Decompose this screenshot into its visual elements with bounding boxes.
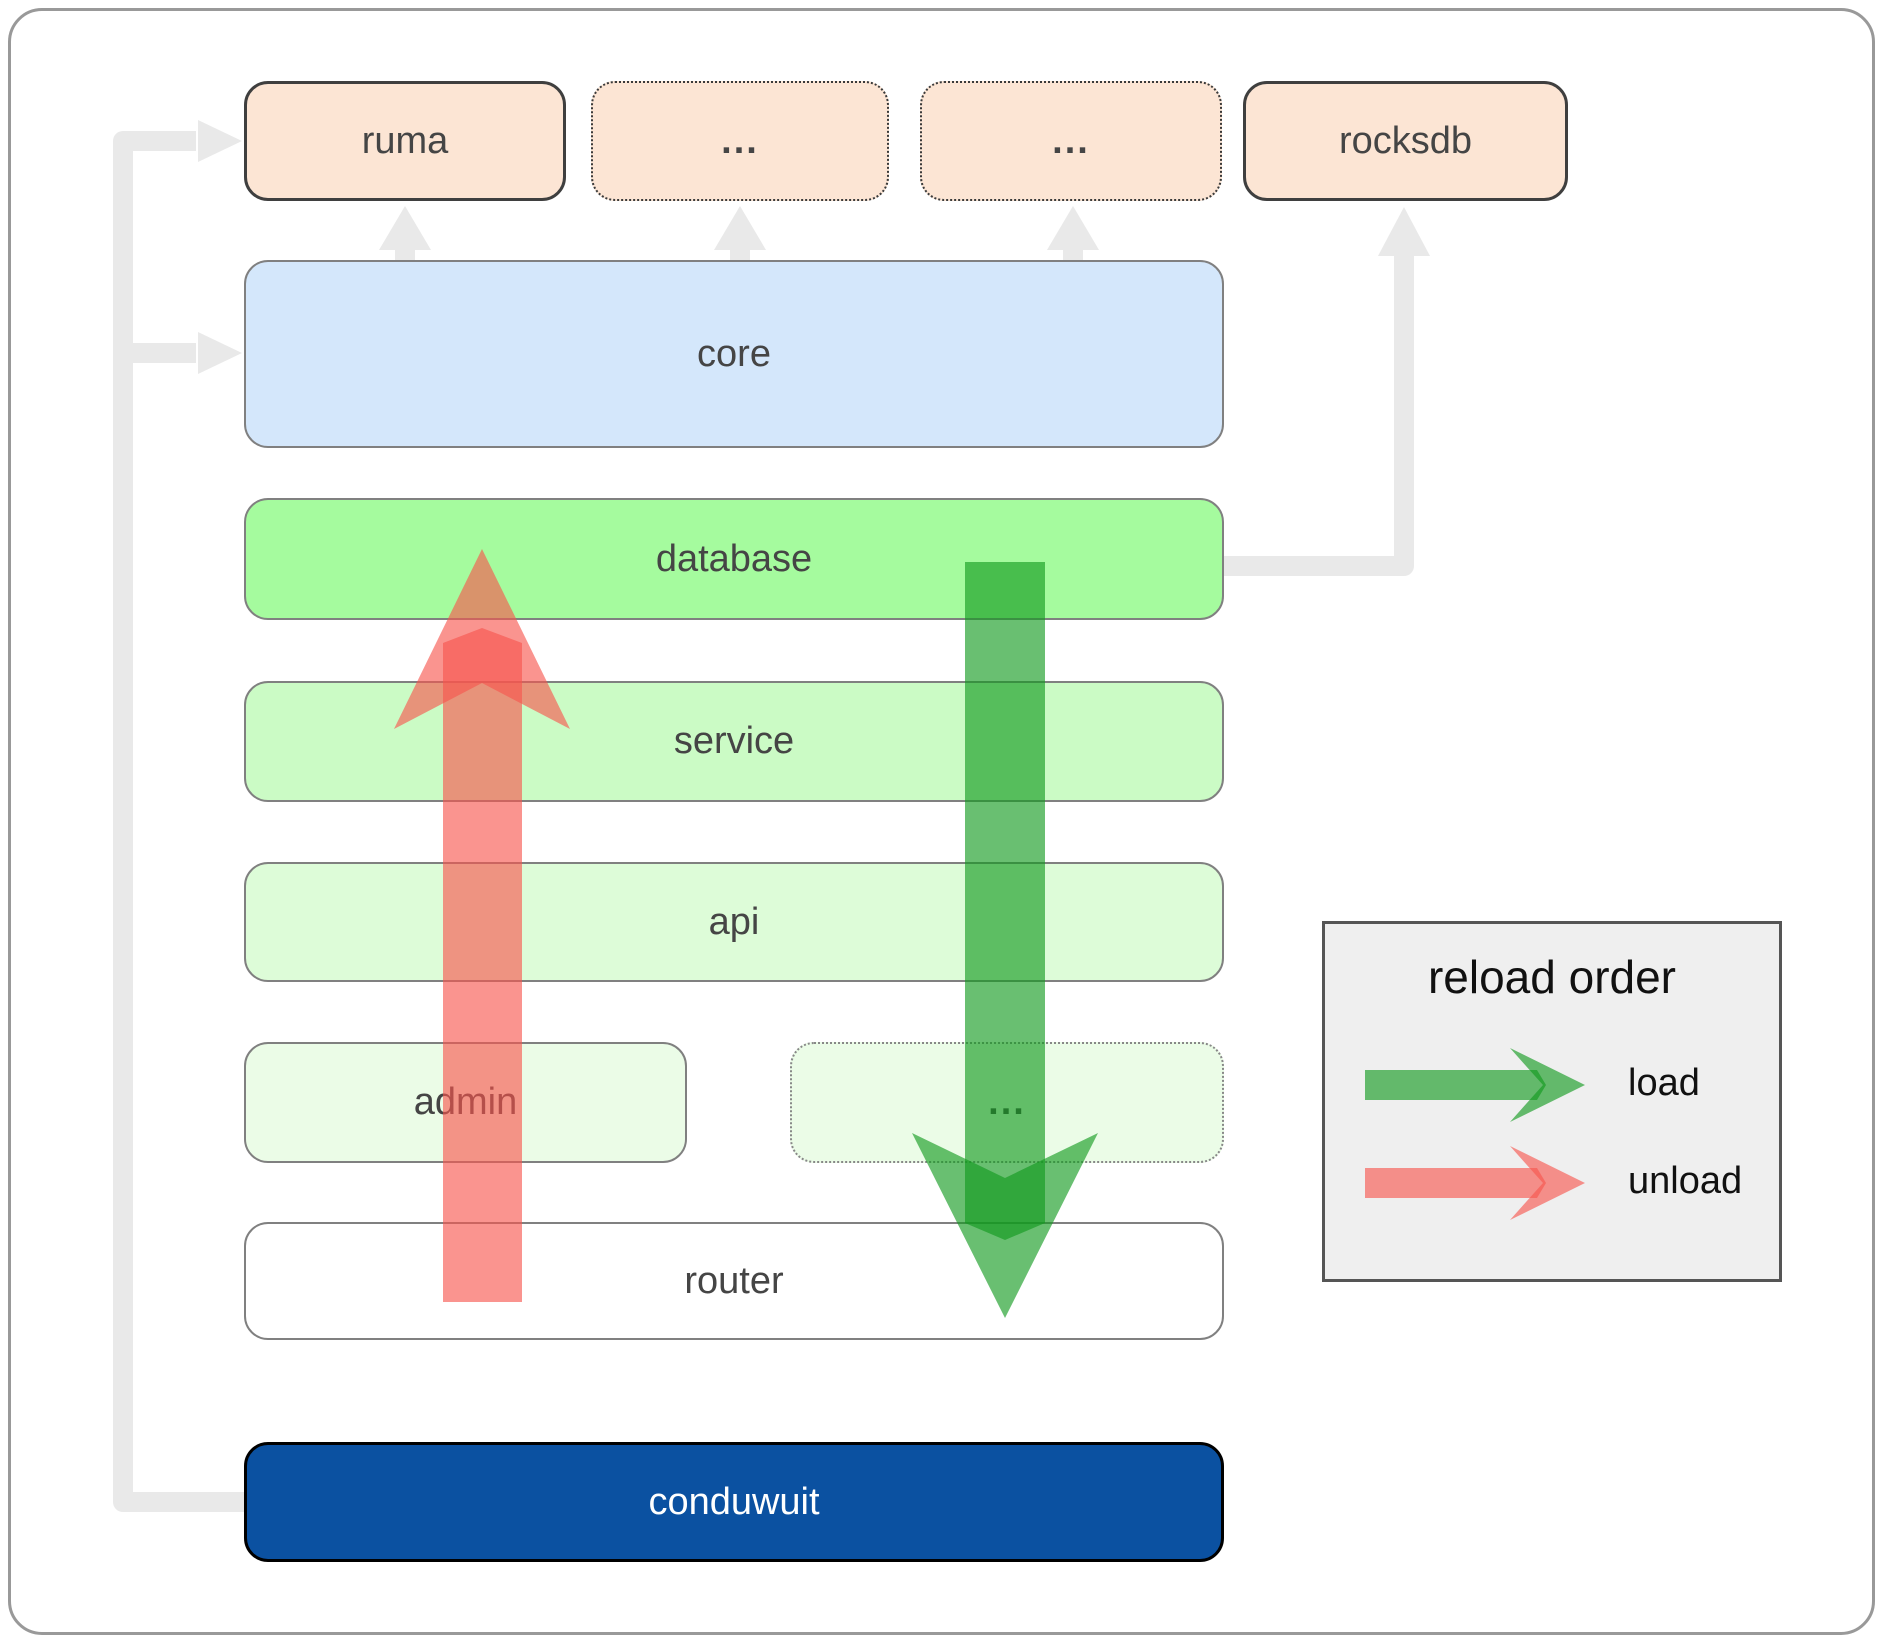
layer-ellipsis-3-label: ... [988,1081,1026,1123]
unload-arrow-icon [1365,1146,1585,1220]
node-rocksdb-label: rocksdb [1338,119,1473,162]
layer-database: database [244,498,1224,620]
node-rocksdb: rocksdb [1243,81,1568,201]
node-ruma: ruma [244,81,566,201]
layer-service-label: service [673,720,795,762]
layer-conduwuit-label: conduwuit [648,1480,820,1523]
layer-core-label: core [697,332,771,375]
node-ellipsis-1-label: ... [721,119,759,162]
node-ellipsis-1: ... [591,81,889,201]
layer-ellipsis-3: ... [790,1042,1224,1163]
legend-unload-label: unload [1628,1160,1743,1202]
node-ruma-label: ruma [361,119,449,162]
layer-api: api [244,862,1224,982]
layer-api-label: api [708,900,760,943]
layer-core: core [244,260,1224,448]
load-arrow-icon [1365,1048,1585,1122]
legend: reload order load unload [1322,921,1782,1282]
outer-frame [8,8,1875,1635]
layer-admin: admin [244,1042,687,1163]
layer-router-label: router [684,1259,784,1302]
node-ellipsis-2-label: ... [1052,119,1090,162]
legend-load-label: load [1628,1062,1700,1104]
layer-service: service [244,681,1224,802]
node-ellipsis-2: ... [920,81,1222,201]
layer-database-label: database [655,537,813,580]
layer-admin-label: admin [413,1081,518,1123]
layer-conduwuit: conduwuit [244,1442,1224,1562]
legend-title: reload order [1427,951,1677,1003]
layer-router: router [244,1222,1224,1340]
